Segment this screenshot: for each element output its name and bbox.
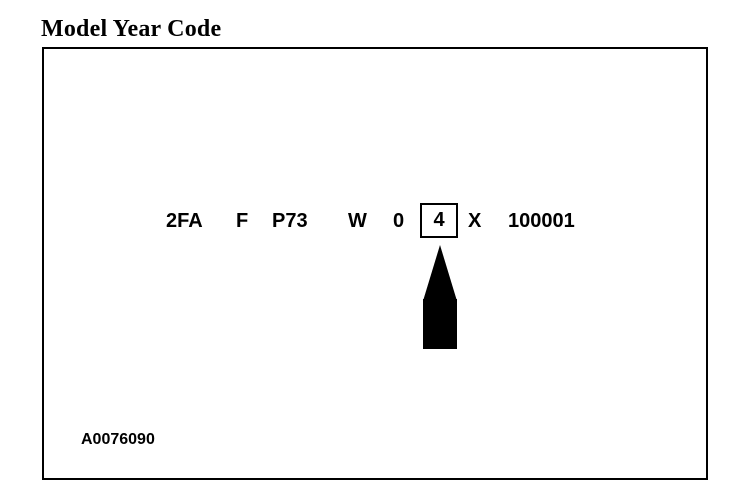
vin-segment-line-series-body: P73 — [272, 210, 308, 232]
vin-segment-engine: W — [348, 210, 367, 232]
figure-id: A0076090 — [81, 431, 155, 448]
vin-segment-sequence-number: 100001 — [508, 210, 575, 232]
vin-segment-check-digit: 0 — [393, 210, 405, 232]
up-arrow-icon — [420, 245, 460, 353]
vin-segment-restraint: F — [236, 210, 249, 232]
diagram-title: Model Year Code — [41, 16, 222, 42]
vin-segment-assembly-plant: X — [468, 210, 482, 232]
vin-segment-model-year-box: 4 — [420, 203, 458, 238]
vin-segment-wmi: 2FA — [166, 210, 203, 232]
diagram-frame — [42, 47, 708, 480]
